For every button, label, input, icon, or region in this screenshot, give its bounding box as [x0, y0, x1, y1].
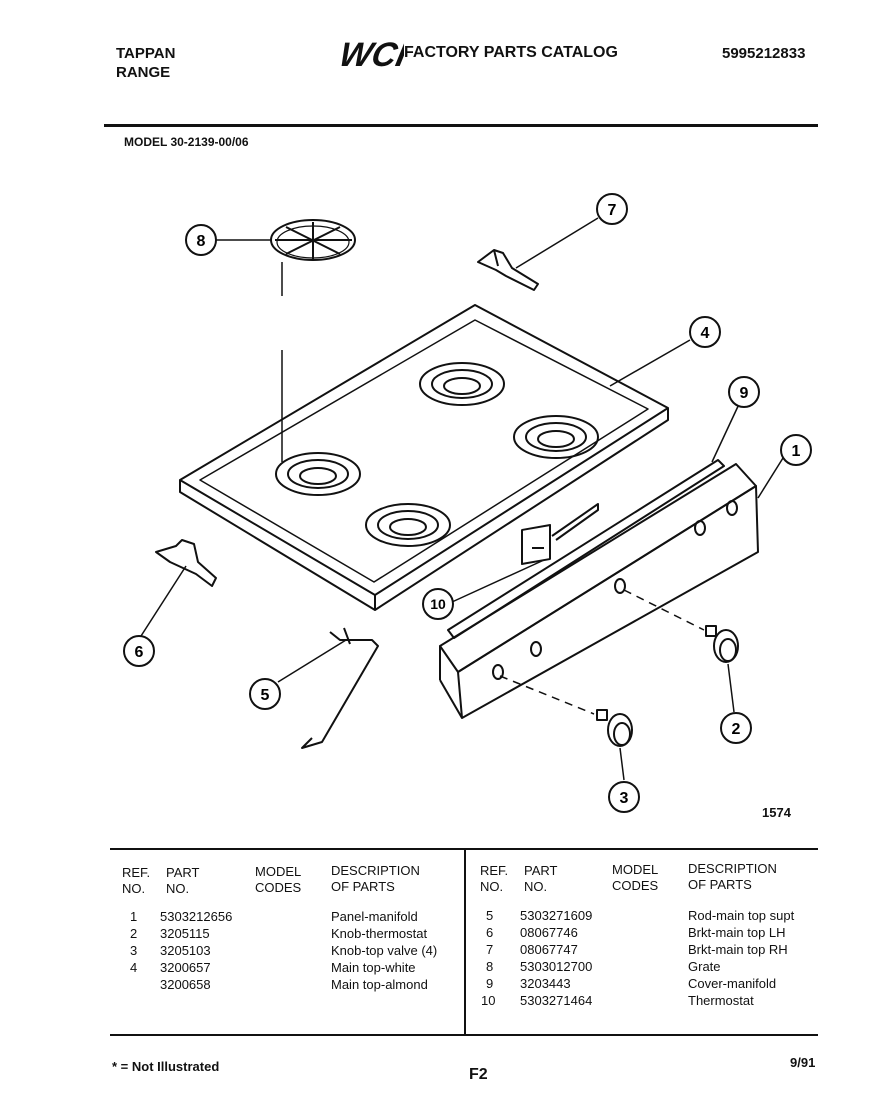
not-illustrated-note: * = Not Illustrated: [112, 1059, 220, 1074]
burner-back-left: [419, 362, 505, 406]
thermostat: [521, 503, 599, 565]
catalog-number: 5995212833: [722, 45, 806, 62]
table-divider: [464, 850, 466, 1036]
callout-7: 7: [596, 193, 628, 225]
callout-10: 10: [422, 588, 454, 620]
assembly-lines: [499, 589, 705, 715]
col-header-ref: REF.NO.: [122, 865, 151, 896]
grate: [270, 219, 356, 462]
callout-3: 3: [608, 781, 640, 813]
callouts: 1 2 3 4 5 6 7 8 9 10: [123, 193, 812, 813]
svg-text:1: 1: [792, 443, 801, 460]
svg-text:10: 10: [430, 596, 446, 612]
callout-6: 6: [123, 635, 155, 667]
bracket-lh: [155, 539, 217, 587]
callout-1: 1: [780, 434, 812, 466]
wci-logo: WCI: [336, 36, 411, 74]
table-bottom-rule: [110, 1034, 818, 1036]
exploded-parts-diagram: 1 2 3 4 5 6 7 8 9 10 1574: [123, 193, 812, 820]
model-label: MODEL 30-2139-00/06: [124, 135, 249, 149]
svg-text:9: 9: [740, 385, 749, 402]
catalog-date: 9/91: [790, 1055, 816, 1070]
svg-text:6: 6: [135, 644, 144, 661]
callout-5: 5: [249, 678, 281, 710]
logo-text: WCI: [336, 36, 404, 70]
cover-manifold: [447, 459, 725, 639]
knob-top-valve: [596, 709, 633, 747]
catalog-title: FACTORY PARTS CATALOG: [404, 44, 618, 61]
brand-line-2: RANGE: [116, 64, 171, 81]
panel-manifold: [439, 463, 759, 719]
callout-9: 9: [728, 376, 760, 408]
svg-text:8: 8: [197, 233, 206, 250]
header-rule: [104, 124, 818, 127]
callout-4: 4: [689, 316, 721, 348]
brand-label: TAPPAN RANGE: [116, 44, 175, 82]
brand-line-1: TAPPAN: [116, 45, 176, 62]
svg-text:3: 3: [620, 790, 629, 807]
svg-text:7: 7: [608, 202, 617, 219]
svg-text:4: 4: [701, 325, 710, 342]
main-top: [179, 304, 669, 611]
knob-thermostat: [705, 625, 739, 663]
wci-logo-graphic: WCI: [336, 36, 411, 74]
col-header-ref-right: REF.NO.: [480, 863, 509, 894]
callout-8: 8: [185, 224, 217, 256]
callout-2: 2: [720, 712, 752, 744]
svg-text:5: 5: [261, 687, 270, 704]
leader-lines: [140, 217, 784, 781]
burner-back-right: [513, 415, 599, 459]
burner-front-right: [365, 503, 451, 547]
svg-text:2: 2: [732, 721, 741, 738]
burner-front-left: [275, 452, 361, 496]
page-number: F2: [469, 1066, 488, 1083]
rod-support: [301, 627, 379, 749]
figure-number: 1574: [762, 805, 792, 820]
bracket-rh: [477, 249, 539, 291]
table-top-rule: [110, 848, 818, 850]
